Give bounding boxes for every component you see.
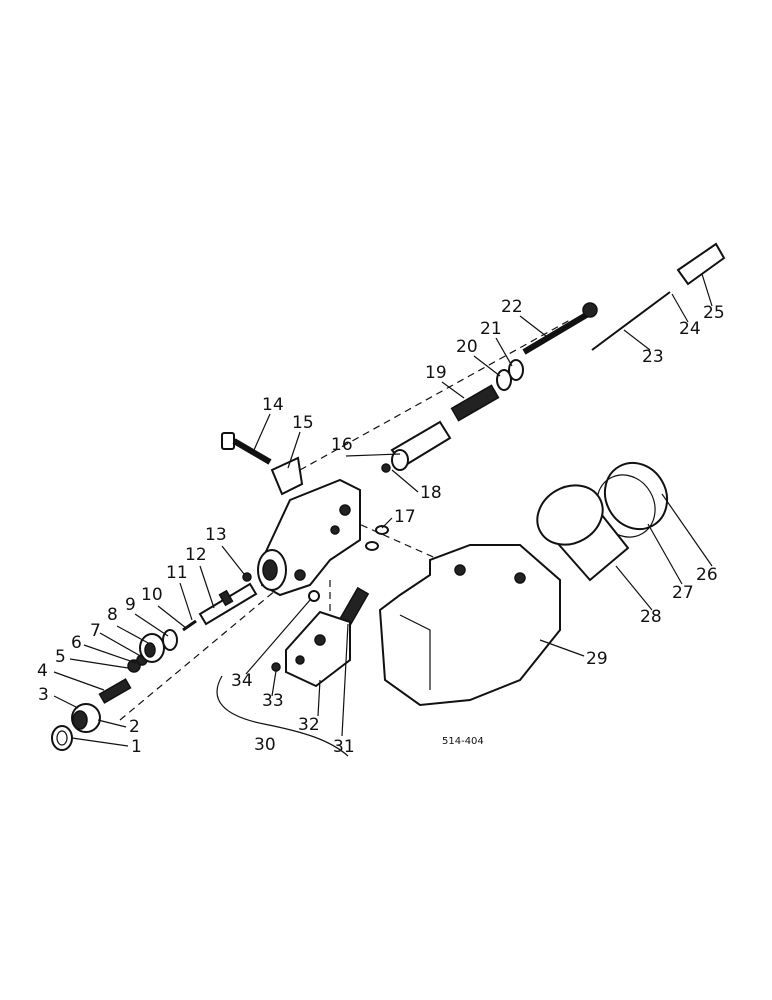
part-34-ring (308, 590, 320, 602)
callout-1: 1 (131, 737, 142, 757)
callout-10: 10 (141, 585, 163, 605)
part-22-rod (522, 302, 598, 355)
part-11-pin (182, 619, 197, 632)
callout-29: 29 (586, 649, 608, 669)
callout-15: 15 (292, 413, 314, 433)
part-4-spring (98, 678, 132, 704)
callout-34: 34 (231, 671, 253, 691)
callout-22: 22 (501, 297, 523, 317)
kit-30-bracket (216, 675, 349, 757)
valve-body (257, 478, 361, 597)
callout-4: 4 (37, 661, 48, 681)
callout-11: 11 (166, 563, 188, 583)
callout-25: 25 (703, 303, 725, 323)
callout-20: 20 (456, 337, 478, 357)
part-18-ball (381, 463, 391, 473)
callout-31: 31 (333, 737, 355, 757)
part-23-pin (591, 291, 671, 351)
callout-19: 19 (425, 363, 447, 383)
callout-3: 3 (38, 685, 49, 705)
callout-30: 30 (254, 735, 276, 755)
part-17-orings (365, 525, 389, 551)
part-16-spool (390, 420, 452, 471)
callout-8: 8 (107, 605, 118, 625)
callout-6: 6 (71, 633, 82, 653)
callout-27: 27 (672, 583, 694, 603)
part-13-ball (242, 572, 252, 582)
callout-26: 26 (696, 565, 718, 585)
callout-14: 14 (262, 395, 284, 415)
callout-21: 21 (480, 319, 502, 339)
part-28-piston (536, 484, 630, 582)
callout-9: 9 (125, 595, 136, 615)
callout-32: 32 (298, 715, 320, 735)
part-29-housing (378, 544, 561, 707)
callout-12: 12 (185, 545, 207, 565)
part-19-spring (450, 384, 500, 422)
callout-23: 23 (642, 347, 664, 367)
assembly-axis-lines (119, 319, 571, 721)
callout-17: 17 (394, 507, 416, 527)
part-12-plunger (198, 582, 258, 626)
part-15-bracket (270, 456, 304, 496)
leader-lines (53, 273, 713, 747)
part-9-oring (162, 629, 178, 651)
part-8-ring (139, 633, 165, 663)
callout-16: 16 (331, 435, 353, 455)
part-20-21-washers (496, 359, 524, 391)
callout-2: 2 (129, 717, 140, 737)
callout-7: 7 (90, 621, 101, 641)
part-32-block (285, 610, 351, 688)
callout-33: 33 (262, 691, 284, 711)
callout-18: 18 (420, 483, 442, 503)
figure-reference-code: 514-404 (442, 736, 484, 747)
callout-28: 28 (640, 607, 662, 627)
part-1-ring (51, 725, 73, 751)
part-33-plug (271, 662, 281, 672)
callout-labels: 1 2 3 4 5 6 7 8 9 10 11 12 13 14 15 16 1… (37, 297, 725, 757)
callout-13: 13 (205, 525, 227, 545)
callout-24: 24 (679, 319, 701, 339)
part-14-bolt (221, 432, 272, 465)
callout-5: 5 (55, 647, 66, 667)
part-2-sleeve (71, 703, 101, 733)
part-25-clevis (676, 242, 726, 286)
